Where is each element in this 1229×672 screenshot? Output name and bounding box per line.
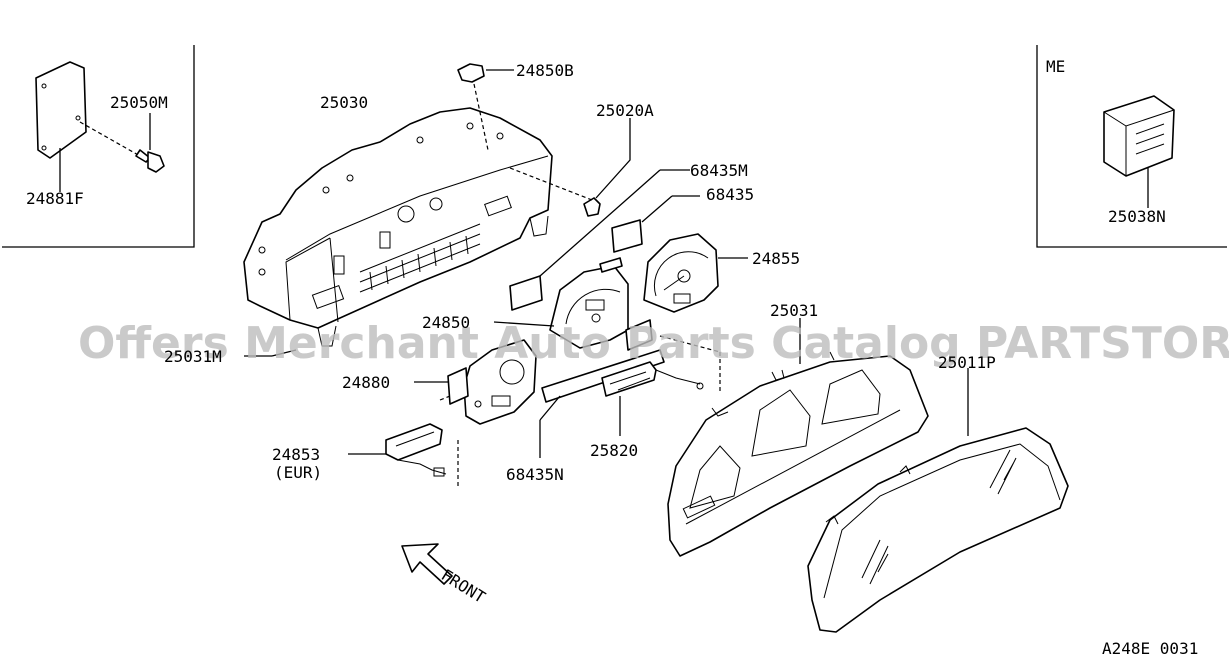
- lens-25011p: [807, 368, 1069, 633]
- label-25020a: 25020A: [596, 101, 654, 120]
- label-24853: 24853: [272, 445, 320, 464]
- label-24850: 24850: [422, 313, 470, 332]
- watermark-text: Offers Merchant Auto Parts Catalog PARTS…: [78, 318, 1229, 369]
- leader-25031m: [244, 349, 297, 357]
- label-68435n: 68435N: [506, 465, 564, 484]
- label-25031m: 25031M: [164, 347, 222, 366]
- inset-frame-right: [1036, 45, 1227, 248]
- label-24850b: 24850B: [516, 61, 574, 80]
- label-24881f: 24881F: [26, 189, 84, 208]
- inset-frame-left: [2, 45, 195, 248]
- meter-housing-25030: [243, 107, 553, 347]
- label-25038n: 25038N: [1108, 207, 1166, 226]
- label-eur: (EUR): [274, 463, 322, 482]
- module-25820: [601, 361, 704, 436]
- front-arrow-icon: [401, 543, 453, 585]
- label-24855: 24855: [752, 249, 800, 268]
- label-24880: 24880: [342, 373, 390, 392]
- label-front: FRONT: [438, 565, 489, 607]
- leader-24850: [493, 321, 555, 327]
- dial-24855: [643, 233, 748, 313]
- label-diagram-code: A248E 0031: [1102, 639, 1198, 658]
- bulb-25020a: [509, 118, 631, 217]
- cover-plate-24881f: [35, 61, 87, 192]
- unit-24880: [414, 339, 537, 425]
- plate-68435: [611, 195, 700, 253]
- dial-24850: [549, 257, 653, 351]
- label-me: ME: [1046, 57, 1065, 76]
- strip-68435n: [539, 349, 665, 458]
- label-68435: 68435: [706, 185, 754, 204]
- module-25038n: [1103, 95, 1175, 208]
- part-24853: [348, 423, 447, 477]
- bezel-25031: [667, 318, 929, 557]
- bulb-24850b: [457, 63, 514, 151]
- label-25030: 25030: [320, 93, 368, 112]
- label-68435m: 68435M: [690, 161, 748, 180]
- screw-25050m: [79, 113, 165, 173]
- label-25050m: 25050M: [110, 93, 168, 112]
- label-25011p: 25011P: [938, 353, 996, 372]
- label-25031: 25031: [770, 301, 818, 320]
- plate-68435m: [509, 169, 690, 311]
- label-25820: 25820: [590, 441, 638, 460]
